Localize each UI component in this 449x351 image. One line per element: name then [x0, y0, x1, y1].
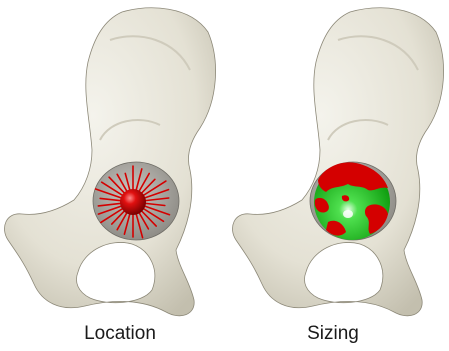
caption-location: Location	[20, 322, 220, 346]
location-center-sphere	[120, 189, 146, 215]
panel-sizing	[232, 8, 443, 316]
sizing-sphere-highlight	[343, 210, 353, 218]
hip-bone-left	[4, 8, 215, 316]
panel-location	[4, 8, 215, 316]
caption-sizing: Sizing	[233, 322, 433, 346]
hip-bone-right	[232, 8, 443, 316]
